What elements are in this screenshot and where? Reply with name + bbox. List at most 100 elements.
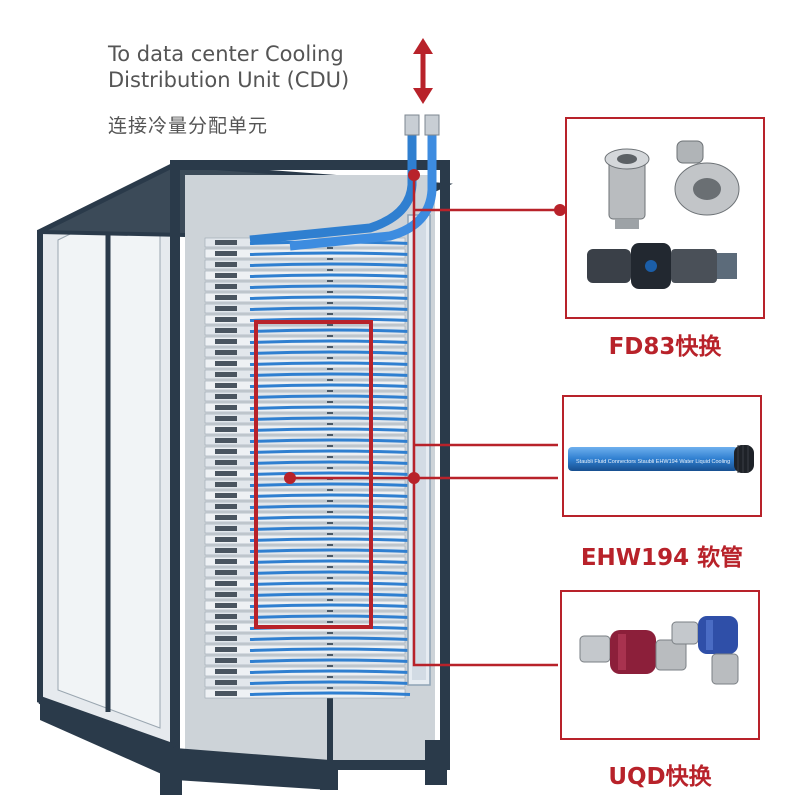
blade-handle xyxy=(215,273,237,278)
cdu-caption-line1: To data center Cooling xyxy=(108,42,344,66)
blade-cooling-hose xyxy=(249,295,411,300)
blade-cooling-hose xyxy=(249,504,411,509)
blade-cooling-hose xyxy=(249,691,411,696)
blade-handle xyxy=(215,504,237,509)
blade-cooling-hose xyxy=(249,482,411,487)
blade-handle xyxy=(215,416,237,421)
blade-handle xyxy=(215,405,237,410)
blade-handle xyxy=(215,306,237,311)
blade-cooling-hose xyxy=(249,372,411,377)
blade-cooling-hose xyxy=(249,306,411,311)
blade-handle xyxy=(215,625,237,630)
blade-cooling-hose xyxy=(249,284,411,289)
blade-handle xyxy=(215,614,237,619)
blade-cooling-hose xyxy=(249,262,411,267)
blade-handle xyxy=(215,669,237,674)
fd83-label: FD83快换 xyxy=(608,334,722,360)
blade-cooling-hose xyxy=(249,647,411,652)
blade-handle xyxy=(215,691,237,696)
cdu-caption-chinese: 连接冷量分配单元 xyxy=(108,115,269,137)
blade-cooling-hose xyxy=(249,559,411,564)
blade-handle xyxy=(215,383,237,388)
uqd-label: UQD快换 xyxy=(608,764,712,790)
quick-disconnect-coupling-icon xyxy=(587,140,740,289)
blade-handle xyxy=(215,647,237,652)
blade-handle xyxy=(215,592,237,597)
blade-cooling-hose xyxy=(249,581,411,586)
blade-handle xyxy=(215,460,237,465)
blade-handle xyxy=(215,262,237,267)
blade-cooling-hose xyxy=(249,592,411,597)
blade-cooling-hose xyxy=(249,548,411,553)
blade-handle xyxy=(215,438,237,443)
blade-handle xyxy=(215,570,237,575)
blade-handle xyxy=(215,548,237,553)
blade-handle xyxy=(215,350,237,355)
server-blades xyxy=(204,237,411,699)
blade-cooling-hose xyxy=(249,680,411,685)
blade-cooling-hose xyxy=(249,570,411,575)
blade-cooling-hose xyxy=(249,515,411,520)
hose-print-text: Staubli Fluid Connectors Staubli EHW194 … xyxy=(576,459,730,465)
blade-cooling-hose xyxy=(249,669,411,674)
cdu-caption-line2: Distribution Unit (CDU) xyxy=(108,68,350,92)
blade-cooling-hose xyxy=(249,526,411,531)
blade-handle xyxy=(215,471,237,476)
blue-hose-icon: Staubli Fluid Connectors Staubli EHW194 … xyxy=(568,445,754,473)
blade-cooling-hose xyxy=(249,427,411,432)
blade-cooling-hose xyxy=(249,493,411,498)
ehw194-label: EHW194 软管 xyxy=(580,545,744,571)
blade-handle xyxy=(215,449,237,454)
blade-cooling-hose xyxy=(249,251,411,256)
uqd-coupling-icon xyxy=(579,616,739,685)
blade-handle xyxy=(215,603,237,608)
blade-cooling-hose xyxy=(249,350,411,355)
blade-handle xyxy=(215,636,237,641)
ehw194-callout-panel: Staubli Fluid Connectors Staubli EHW194 … xyxy=(562,395,762,517)
blade-handle xyxy=(215,394,237,399)
rack-side-panel xyxy=(37,160,178,753)
blade-cooling-hose xyxy=(249,449,411,454)
blade-cooling-hose xyxy=(249,636,411,641)
blade-cooling-hose xyxy=(249,339,411,344)
blade-handle xyxy=(215,251,237,256)
blade-cooling-hose xyxy=(249,317,411,322)
blade-handle xyxy=(215,559,237,564)
blade-handle xyxy=(215,581,237,586)
blade-cooling-hose xyxy=(249,416,411,421)
blade-handle xyxy=(215,372,237,377)
blade-handle xyxy=(215,526,237,531)
blade-handle xyxy=(215,482,237,487)
blade-cooling-hose xyxy=(249,273,411,278)
blade-cooling-hose xyxy=(249,460,411,465)
blade-handle xyxy=(215,427,237,432)
flow-direction-arrow-icon xyxy=(413,38,433,104)
blade-cooling-hose xyxy=(249,383,411,388)
blade-cooling-hose xyxy=(249,603,411,608)
blade-cooling-hose xyxy=(249,361,411,366)
blade-cooling-hose xyxy=(249,394,411,399)
blade-cooling-hose xyxy=(249,328,411,333)
blade-handle xyxy=(215,328,237,333)
blade-cooling-hose xyxy=(249,471,411,476)
blade-cooling-hose xyxy=(249,405,411,410)
fd83-callout-panel xyxy=(565,117,765,319)
callout-connectors xyxy=(290,175,558,667)
uqd-callout-panel xyxy=(560,590,760,740)
blade-handle xyxy=(215,295,237,300)
blade-handle xyxy=(215,361,237,366)
highlight-server-group xyxy=(254,320,373,629)
blade-cooling-hose xyxy=(249,614,411,619)
blade-handle xyxy=(215,658,237,663)
cooling-manifold xyxy=(407,214,431,686)
blade-handle xyxy=(215,515,237,520)
blade-cooling-hose xyxy=(249,537,411,542)
blade-handle xyxy=(215,284,237,289)
blade-handle xyxy=(215,240,237,245)
blade-handle xyxy=(215,317,237,322)
blade-cooling-hose xyxy=(249,658,411,663)
blade-handle xyxy=(215,680,237,685)
blade-handle xyxy=(215,339,237,344)
blade-handle xyxy=(215,537,237,542)
